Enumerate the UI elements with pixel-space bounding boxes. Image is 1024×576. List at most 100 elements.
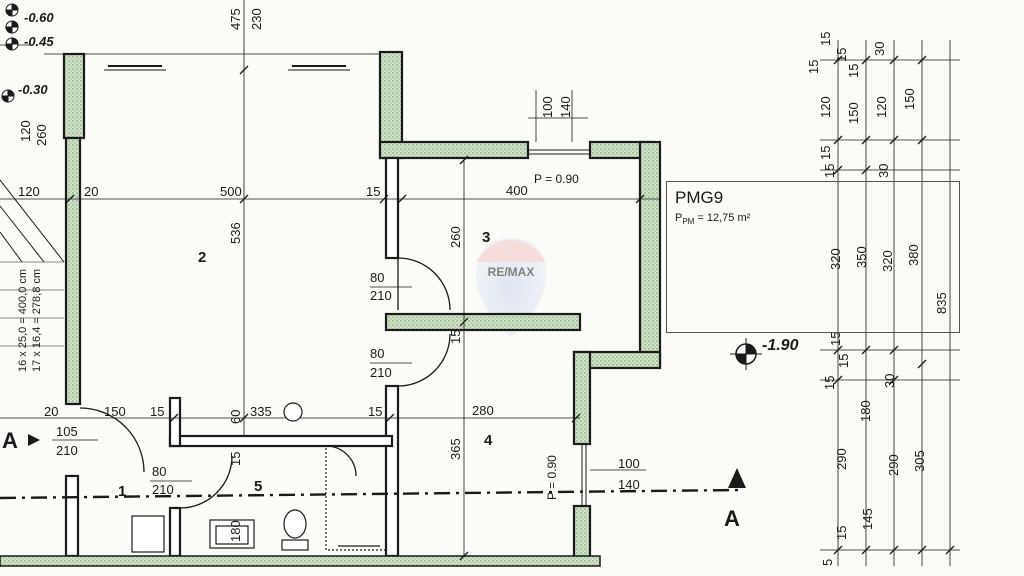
rd-bot-0: 5 <box>820 559 835 566</box>
rd-mid3-2: 320 <box>880 250 895 272</box>
rd-top-0: 15 <box>806 60 821 74</box>
window-marks <box>104 65 590 506</box>
room-4: 4 <box>484 432 493 449</box>
dim-230: 230 <box>249 8 264 30</box>
dim-15-low-a: 15 <box>150 404 164 419</box>
level-label-stair: -0.30 <box>18 82 48 97</box>
dim-260: 260 <box>448 226 463 248</box>
rd-low-1: 180 <box>858 400 873 422</box>
dim-150: 150 <box>104 404 126 419</box>
label-p-090-right: P = 0.90 <box>545 455 559 500</box>
dim-280: 280 <box>472 403 494 418</box>
rd-mid1-0: 120 <box>818 96 833 118</box>
door4-width: 105 <box>56 424 78 439</box>
rd-mid1-2: 120 <box>874 96 889 118</box>
rd-mid4-1: 15 <box>822 376 837 390</box>
stair-line-1: 16 x 25,0 = 400,0 cm <box>17 269 29 372</box>
door2-height: 210 <box>370 365 392 380</box>
level-markers <box>1 3 762 370</box>
section-label-left: A <box>2 428 18 453</box>
rd-mid1-1: 150 <box>846 102 861 124</box>
dim-60: 60 <box>228 410 243 424</box>
door3-height: 210 <box>152 482 174 497</box>
room-numbers: 1 2 3 4 5 <box>118 229 493 500</box>
dim-h-120: 120 <box>18 184 40 199</box>
rd-top-4: 15 <box>834 48 849 62</box>
parking-area: PPM = 12,75 m² <box>675 212 750 226</box>
dim-win-100: 100 <box>540 96 555 118</box>
rd-low-3: 305 <box>912 450 927 472</box>
section-label-right: A <box>724 506 740 531</box>
rd-mid1-3: 150 <box>902 88 917 110</box>
room-3: 3 <box>482 229 490 246</box>
stair-labels: 16 x 25,0 = 400,0 cm 17 x 16,4 = 278,8 c… <box>17 269 43 372</box>
rd-mid4-2: 30 <box>882 374 897 388</box>
parking-area-value: = 12,75 m² <box>697 212 751 224</box>
dim-335: 335 <box>250 404 272 419</box>
rd-mid3-1: 350 <box>854 246 869 268</box>
rd-mid3-3: 380 <box>906 244 921 266</box>
dimension-labels: 475 230 120 260 120 20 500 15 400 P = 0.… <box>18 8 640 542</box>
rd-top-3: 15 <box>846 64 861 78</box>
parking-title: PMG9 <box>675 188 724 207</box>
rd-top-1: 15 <box>818 32 833 46</box>
watermark-text: RE/MAX <box>488 265 535 279</box>
dim-475: 475 <box>228 8 243 30</box>
door2-width: 80 <box>370 346 384 361</box>
level-label-outside: -1.90 <box>762 337 799 354</box>
rd-mid4-0: 15 <box>828 332 843 346</box>
rd-mid2-1: 15 <box>822 164 837 178</box>
section-arrow-right <box>728 468 746 488</box>
right-dimension-labels: 15 15 30 15 15 120 150 120 150 15 15 30 … <box>806 32 949 566</box>
tick-marks <box>65 55 955 561</box>
dim-right-win-100: 100 <box>618 456 640 471</box>
dim-20-low: 20 <box>44 404 58 419</box>
level-label-top3: -0.45 <box>24 34 54 49</box>
door4-height: 210 <box>56 443 78 458</box>
rd-mid2-2: 30 <box>876 164 891 178</box>
dim-500: 500 <box>220 184 242 199</box>
parking-area-label: P <box>675 212 683 224</box>
level-labels: -0.60 -0.45 -0.30 -1.90 <box>18 10 799 354</box>
rd-bot-2: 145 <box>860 508 875 530</box>
dimension-lines <box>0 0 960 566</box>
rd-low-0: 290 <box>834 448 849 470</box>
dim-365: 365 <box>448 438 463 460</box>
door1-width: 80 <box>370 270 384 285</box>
dim-15-top: 15 <box>366 184 380 199</box>
staircase <box>0 179 65 347</box>
dim-15-mid: 15 <box>448 330 463 344</box>
rd-mid2-0: 15 <box>818 146 833 160</box>
bottom-wall <box>0 555 601 567</box>
stair-line-2: 17 x 16,4 = 278,8 cm <box>31 269 43 372</box>
section-arrow-left <box>28 434 40 446</box>
dim-v180: 180 <box>228 520 243 542</box>
dim-h-20: 20 <box>84 184 98 199</box>
level-label-top2: -0.60 <box>24 10 54 25</box>
bathroom-fixtures <box>131 402 387 553</box>
door3-width: 80 <box>152 464 166 479</box>
dim-left-260: 260 <box>34 124 49 146</box>
label-p-090-top: P = 0.90 <box>534 172 579 186</box>
dim-15-low-b: 15 <box>368 404 382 419</box>
rd-bot-1: 15 <box>834 526 849 540</box>
rd-low-2: 290 <box>886 454 901 476</box>
room-1: 1 <box>118 483 126 500</box>
rd-mid3-4: 835 <box>934 292 949 314</box>
dim-win-140: 140 <box>558 96 573 118</box>
parking-info-box: PMG9 PPM = 12,75 m² <box>666 181 960 333</box>
rd-mid3-0: 320 <box>828 248 843 270</box>
dim-536: 536 <box>228 222 243 244</box>
room-2: 2 <box>198 249 206 266</box>
room-5: 5 <box>254 478 262 495</box>
dim-400: 400 <box>506 183 528 198</box>
rd-top-2: 30 <box>872 42 887 56</box>
door1-height: 210 <box>370 288 392 303</box>
parking-area-sub: PM <box>682 217 695 227</box>
dim-v15: 15 <box>228 452 243 466</box>
dim-right-win-140: 140 <box>618 477 640 492</box>
section-labels: A A <box>2 428 740 531</box>
rd-mid4-3: 15 <box>836 354 851 368</box>
dim-left-120: 120 <box>18 120 33 142</box>
